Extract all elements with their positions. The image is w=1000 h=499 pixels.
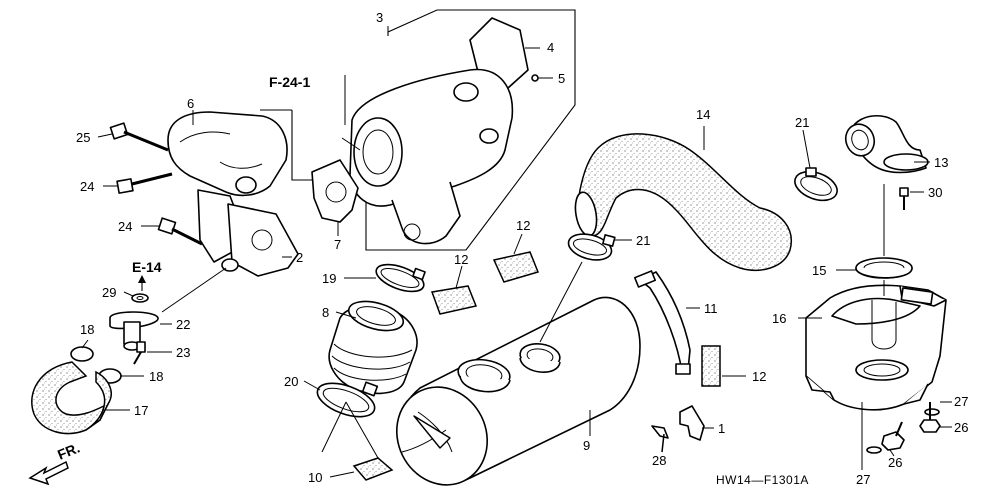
exhaust-pipe (167, 111, 288, 197)
strap-group (633, 270, 746, 453)
air-chamber-body (395, 261, 641, 486)
muffler-gasket (311, 159, 359, 223)
callout-12-right: 12 (752, 369, 766, 384)
callout-23: 23 (176, 345, 190, 360)
muffler-shield-group (341, 9, 576, 251)
callout-11: 11 (704, 301, 718, 316)
bolt-25 (97, 122, 169, 152)
callout-10: 10 (308, 470, 322, 485)
callout-labels: 3 4 5 6 25 24 24 7 2 29 22 23 18 18 17 1… (76, 10, 968, 487)
mounting-strap (639, 271, 691, 373)
callout-18-lower: 18 (149, 369, 163, 384)
callout-14: 14 (696, 107, 710, 122)
callout-6: 6 (187, 96, 194, 111)
callout-8: 8 (322, 305, 329, 320)
callout-2: 2 (296, 250, 303, 265)
callout-26-bottom: 26 (888, 455, 902, 470)
frame-section-ref: F-24-1 (269, 74, 310, 90)
callout-30: 30 (928, 185, 942, 200)
callout-27-bottom: 27 (856, 472, 870, 487)
callout-28: 28 (652, 453, 666, 468)
exhaust-pipe-group (167, 109, 312, 277)
seal-pad (492, 251, 540, 283)
callout-5: 5 (558, 71, 565, 86)
callout-17: 17 (134, 403, 148, 418)
callout-20: 20 (284, 374, 298, 389)
callout-3: 3 (376, 10, 383, 25)
seal-pad (430, 285, 478, 315)
diagram-code: HW14—F1301A (716, 473, 809, 487)
callout-22: 22 (176, 317, 190, 332)
front-label: FR. (55, 439, 82, 462)
air-cleaner-housing (798, 280, 947, 470)
callout-21-middle: 21 (636, 233, 650, 248)
callout-24-upper: 24 (80, 179, 94, 194)
callout-16: 16 (772, 311, 786, 326)
engine-section-ref: E-14 (132, 259, 162, 275)
callout-19: 19 (322, 271, 336, 286)
callout-12-left: 12 (454, 252, 468, 267)
callout-18-upper: 18 (80, 322, 94, 337)
callout-26-right: 26 (954, 420, 968, 435)
callout-25: 25 (76, 130, 90, 145)
callout-24-lower: 24 (118, 219, 132, 234)
callout-1: 1 (718, 421, 725, 436)
bolt-24-upper (103, 172, 173, 194)
callout-12-center: 12 (516, 218, 530, 233)
callout-7: 7 (334, 237, 341, 252)
callout-15: 15 (812, 263, 826, 278)
breather-fitting-group (31, 267, 227, 435)
connecting-tube-group (303, 263, 426, 481)
bolt-24-lower (141, 217, 203, 246)
callout-13: 13 (934, 155, 948, 170)
callout-27-right: 27 (954, 394, 968, 409)
callout-4: 4 (547, 40, 554, 55)
callout-9: 9 (583, 438, 590, 453)
callout-21-top: 21 (795, 115, 809, 130)
front-arrow-icon (28, 460, 69, 486)
callout-29: 29 (102, 285, 116, 300)
